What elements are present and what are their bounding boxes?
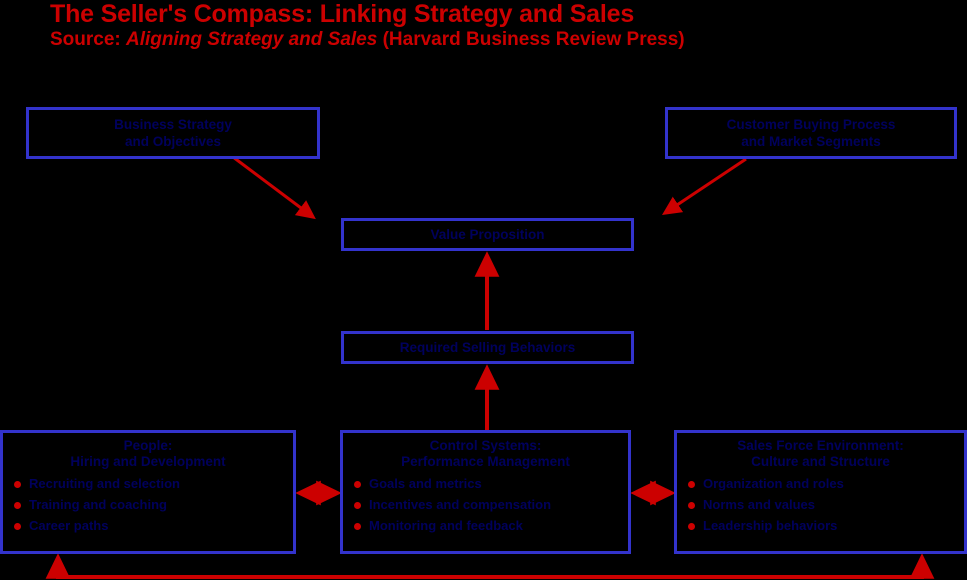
arrow-strategy-to-value [232, 155, 316, 220]
box-business-strategy-label: Business Strategy and Objectives [114, 117, 232, 149]
box-control-systems-bullets: Goals and metrics Incentives and compens… [343, 470, 628, 534]
box-value-proposition-label: Value Proposition [430, 227, 545, 242]
source-line: Source: Aligning Strategy and Sales (Har… [50, 29, 930, 51]
box-business-strategy[interactable]: Business Strategy and Objectives [26, 107, 320, 159]
box-sales-force-environment-heading: Sales Force Environment: Culture and Str… [737, 438, 904, 469]
list-item: Goals and metrics [354, 476, 618, 492]
source-publisher: (Harvard Business Review Press) [377, 29, 685, 50]
list-item: Leadership behaviors [688, 518, 954, 534]
box-control-systems[interactable]: Control Systems: Performance Management … [340, 430, 631, 554]
list-item: Training and coaching [14, 497, 283, 513]
box-people-heading: People: Hiring and Development [70, 438, 226, 469]
arrow-feedback-loop [45, 553, 935, 579]
arrow-market-to-value [662, 157, 747, 215]
source-book-title: Aligning Strategy and Sales [126, 29, 378, 50]
box-people-bullets: Recruiting and selection Training and co… [3, 470, 293, 534]
list-item: Incentives and compensation [354, 497, 618, 513]
list-item: Organization and roles [688, 476, 954, 492]
list-item: Career paths [14, 518, 283, 534]
box-sales-force-environment[interactable]: Sales Force Environment: Culture and Str… [674, 430, 967, 554]
box-required-selling-behaviors[interactable]: Required Selling Behaviors [341, 331, 634, 364]
box-customer-buying-process[interactable]: Customer Buying Process and Market Segme… [665, 107, 957, 159]
box-value-proposition[interactable]: Value Proposition [341, 218, 634, 251]
list-item: Norms and values [688, 497, 954, 513]
title-block: The Seller's Compass: Linking Strategy a… [50, 0, 930, 51]
page-title: The Seller's Compass: Linking Strategy a… [50, 0, 635, 28]
box-customer-buying-process-label: Customer Buying Process and Market Segme… [726, 117, 896, 149]
box-control-systems-heading: Control Systems: Performance Management [401, 438, 570, 469]
box-sales-force-environment-bullets: Organization and roles Norms and values … [677, 470, 964, 534]
list-item: Recruiting and selection [14, 476, 283, 492]
source-prefix: Source: [50, 29, 127, 50]
box-people[interactable]: People: Hiring and Development Recruitin… [0, 430, 296, 554]
list-item: Monitoring and feedback [354, 518, 618, 534]
box-required-selling-behaviors-label: Required Selling Behaviors [399, 340, 576, 355]
